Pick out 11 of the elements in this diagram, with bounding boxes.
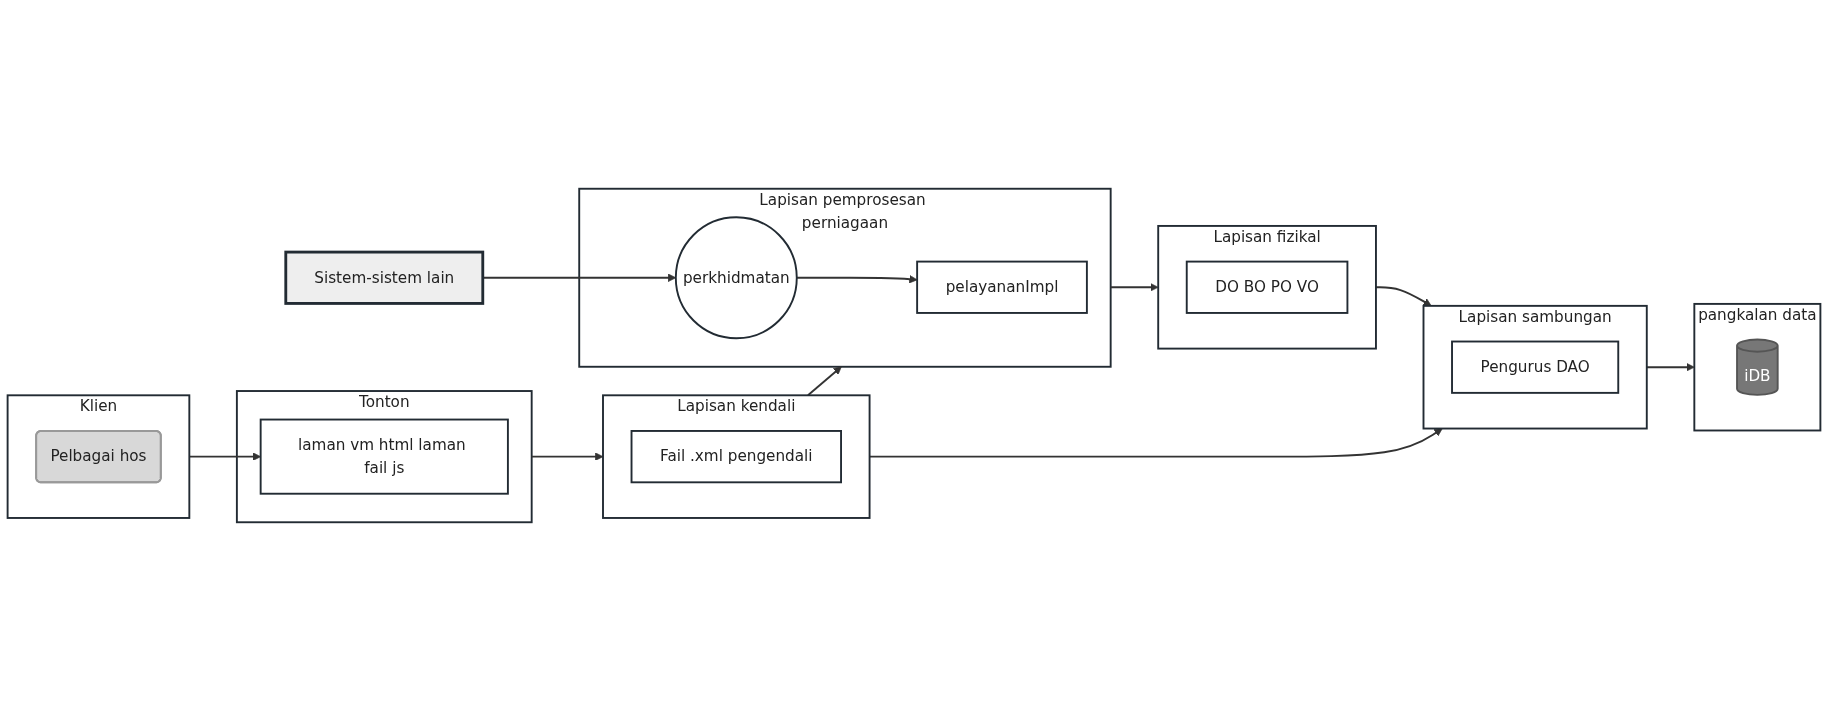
arrow bbox=[1375, 286, 1432, 307]
node-box: Pengurus DAO bbox=[1451, 340, 1620, 394]
node-circle: perkhidmatan bbox=[674, 216, 798, 340]
node-box: laman vm html laman fail js bbox=[259, 418, 509, 495]
arrow bbox=[530, 452, 604, 461]
node-box: pelayananImpl bbox=[916, 260, 1088, 314]
arrow bbox=[807, 366, 842, 397]
node-box: Fail .xml pengendali bbox=[630, 430, 842, 484]
node-box: DO BO PO VO bbox=[1185, 260, 1349, 314]
node-box: Sistem-sistem lain bbox=[284, 250, 485, 305]
arrow bbox=[1109, 283, 1159, 292]
